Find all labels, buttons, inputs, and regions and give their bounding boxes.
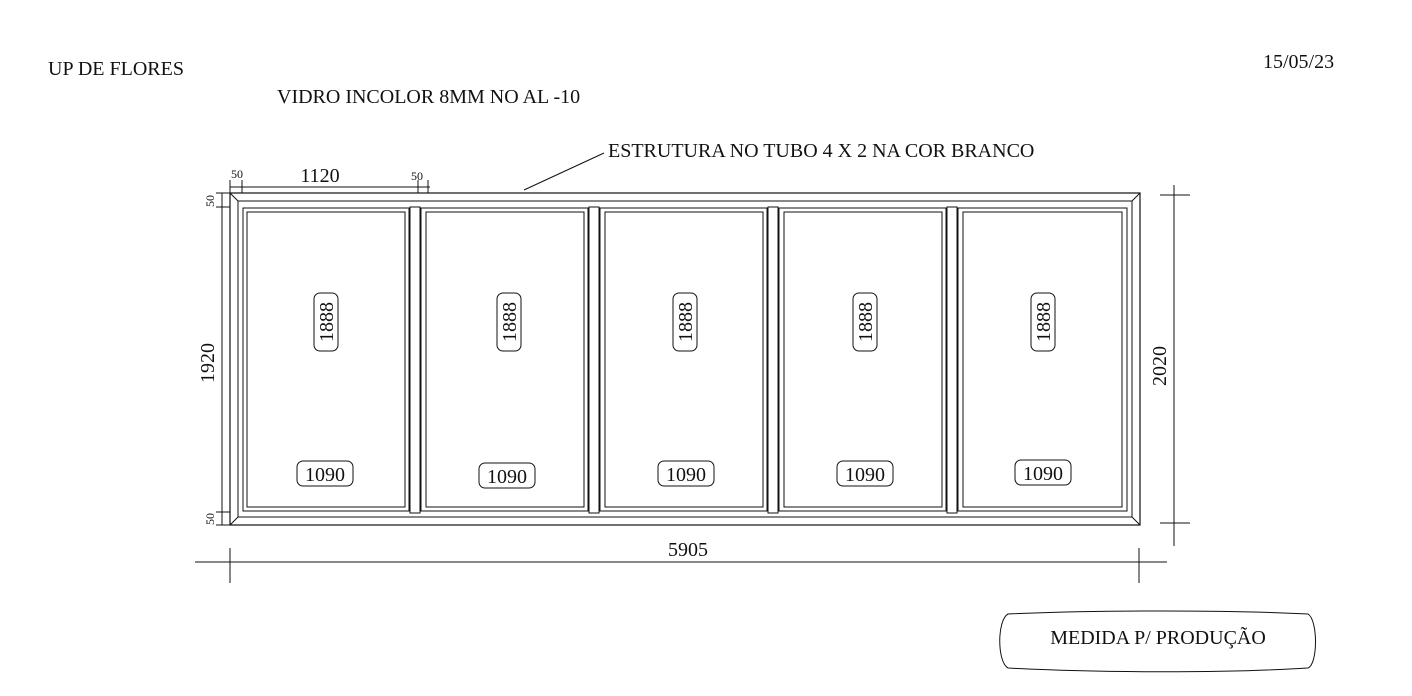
frame-corner-bl: [229, 516, 239, 526]
panel-5: 1888 1090: [957, 207, 1128, 512]
panel-width-label: 1090: [1023, 463, 1063, 485]
panel-height-label: 1888: [675, 302, 697, 342]
panel-height-label: 1888: [316, 302, 338, 342]
panel-width-label: 1090: [845, 464, 885, 486]
stamp-text: MEDIDA P/ PRODUÇÃO: [1050, 625, 1266, 649]
dim-frame-width: 50: [231, 167, 243, 181]
glass-spec: VIDRO INCOLOR 8MM NO AL -10: [277, 86, 580, 108]
outer-frame: [229, 192, 1141, 526]
dim-frame-width-right: 50: [411, 169, 423, 183]
bottom-dimension: 5905: [195, 539, 1167, 583]
dim-frame-height-top: 50: [203, 195, 217, 207]
panel-3: 1888 1090: [599, 207, 768, 512]
dim-frame-height-bottom: 50: [203, 513, 217, 525]
panel-2: 1888 1090: [420, 207, 589, 512]
panel-width-label: 1090: [487, 466, 527, 488]
frame-corner-tl: [229, 192, 239, 202]
mullions: [409, 206, 958, 514]
dim-total-width: 5905: [668, 539, 708, 561]
right-dimension: 2020: [1149, 185, 1190, 546]
panel-width-label: 1090: [305, 464, 345, 486]
dim-total-height: 2020: [1149, 346, 1171, 386]
panel-height-label: 1888: [499, 302, 521, 342]
leader-line: [523, 152, 605, 191]
structure-note: ESTRUTURA NO TUBO 4 X 2 NA COR BRANCO: [608, 140, 1034, 162]
frame-corner-tr: [1131, 192, 1141, 202]
dim-inner-height: 1920: [197, 343, 219, 383]
left-dimension: 50 1920 50: [197, 192, 230, 526]
top-dimension: 50 1120 50: [229, 165, 430, 193]
mullion-1: [409, 206, 421, 514]
inner-frame: [237, 200, 1133, 518]
mullion-3: [767, 206, 779, 514]
drawing-date: 15/05/23: [1263, 51, 1334, 73]
mullion-2: [588, 206, 600, 514]
panel-1: 1888 1090: [242, 207, 410, 512]
panel-height-label: 1888: [1033, 302, 1055, 342]
production-stamp: MEDIDA P/ PRODUÇÃO: [999, 610, 1316, 673]
panel-4: 1888 1090: [778, 207, 947, 512]
panel-height-label: 1888: [855, 302, 877, 342]
mullion-4: [946, 206, 958, 514]
project-title: UP DE FLORES: [48, 58, 184, 80]
dim-panel-span: 1120: [300, 165, 339, 187]
frame-corner-br: [1131, 516, 1141, 526]
panel-width-label: 1090: [666, 464, 706, 486]
